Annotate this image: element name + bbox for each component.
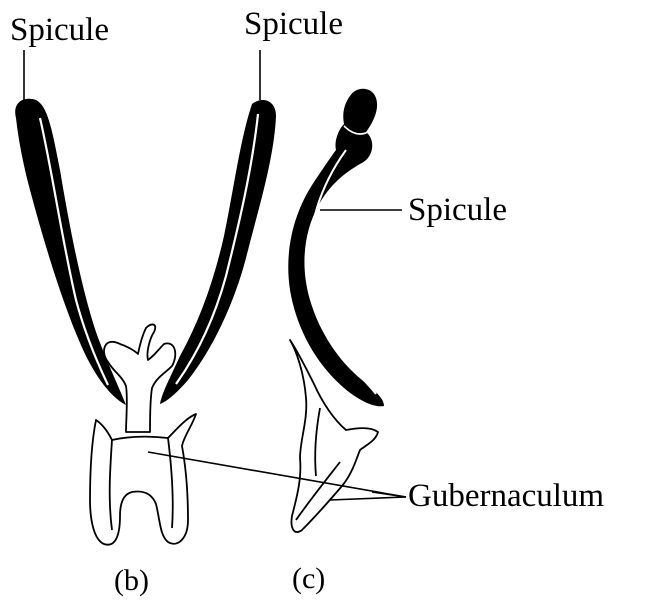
label-gubernaculum: Gubernaculum [408, 478, 604, 514]
panel-c-spicule [288, 89, 384, 407]
leader-gubernaculum-c2 [330, 497, 406, 500]
label-spicule-right: Spicule [408, 192, 507, 228]
panel-b-right-spicule [160, 100, 276, 404]
leader-gubernaculum-c1 [372, 492, 406, 497]
label-spicule-mid: Spicule [244, 6, 343, 42]
label-spicule-left: Spicule [10, 12, 109, 48]
label-panel-b: (b) [114, 564, 149, 597]
label-panel-c: (c) [292, 562, 325, 595]
